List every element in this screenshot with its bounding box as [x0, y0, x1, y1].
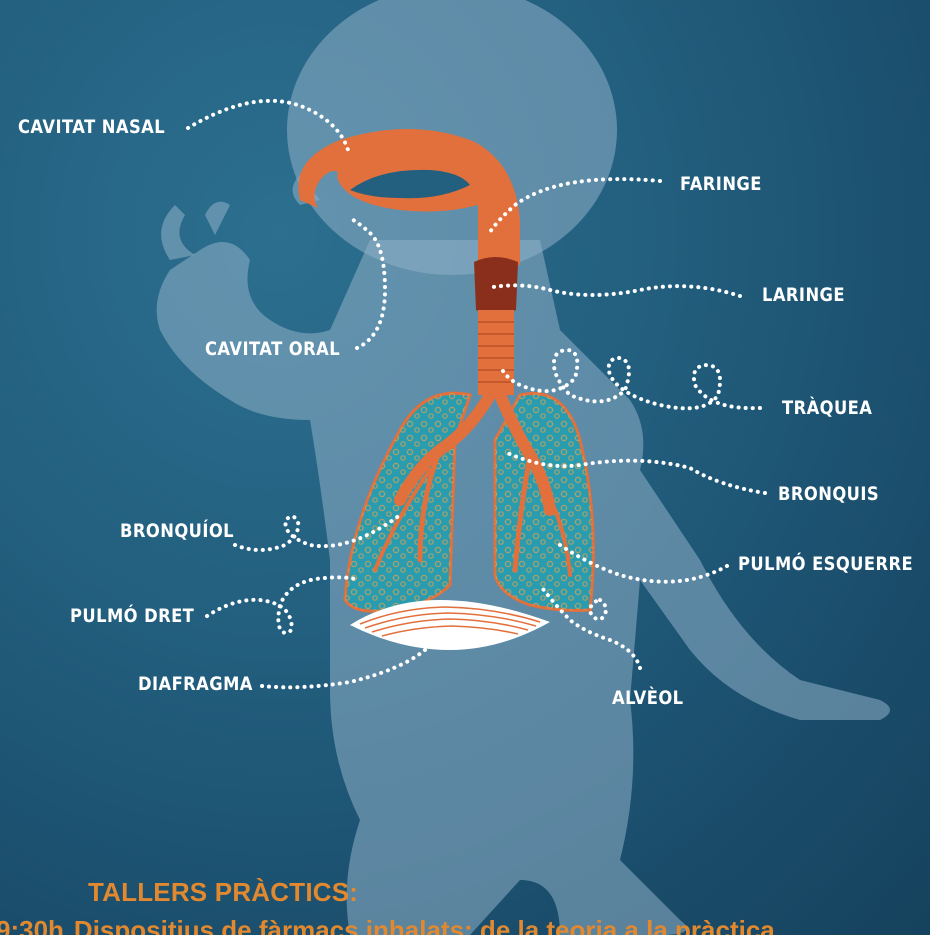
label-cavitat-nasal: CAVITAT NASAL: [18, 116, 165, 138]
label-laringe: LARINGE: [762, 284, 845, 306]
label-faringe: FARINGE: [680, 173, 762, 195]
session-time: 9:30h: [0, 915, 64, 935]
label-cavitat-oral: CAVITAT ORAL: [205, 338, 340, 360]
label-diafragma: DIAFRAGMA: [138, 673, 253, 695]
workshops-heading: TALLERS PRÀCTICS:: [88, 877, 358, 908]
label-traquea: TRÀQUEA: [782, 397, 872, 419]
label-pulmo-esquerre: PULMÓ ESQUERRE: [738, 553, 913, 575]
larynx-shape: [474, 257, 518, 315]
workshop-session: 9:30h Dispositius de fàrmacs inhalats: de…: [0, 915, 785, 935]
session-title: Dispositius de fàrmacs inhalats: de la t…: [74, 915, 775, 935]
label-alveol: ALVÈOL: [612, 687, 684, 709]
label-bronquiol: BRONQUÍOL: [120, 520, 234, 542]
label-bronquis: BRONQUIS: [778, 483, 879, 505]
label-pulmo-dret: PULMÓ DRET: [70, 605, 194, 627]
